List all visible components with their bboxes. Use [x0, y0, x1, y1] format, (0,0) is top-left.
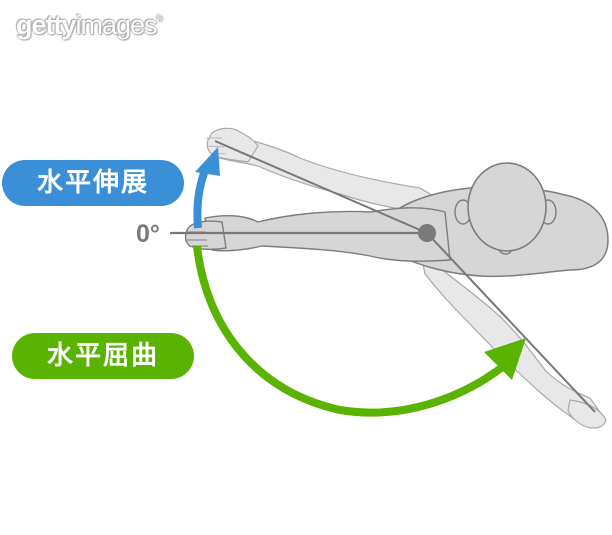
getty-images-watermark: gettyimages®: [16, 10, 162, 40]
arm-at-zero-degrees: [184, 207, 451, 262]
horizontal-flexion-arrow: [193, 245, 526, 417]
horizontal-flexion-label: 水平屈曲: [12, 333, 194, 379]
flexed-arm-ghost: [419, 248, 607, 429]
extended-arm-ghost: [206, 127, 441, 215]
head: [467, 162, 547, 252]
horizontal-extension-arrow: [193, 147, 220, 229]
horizontal-extension-label: 水平伸展: [2, 160, 184, 206]
zero-degree-label: 0°: [136, 220, 160, 248]
extension-axis-line: [214, 140, 428, 234]
flexion-axis-line: [426, 232, 596, 413]
shoulder-joint-marker: [418, 224, 436, 242]
